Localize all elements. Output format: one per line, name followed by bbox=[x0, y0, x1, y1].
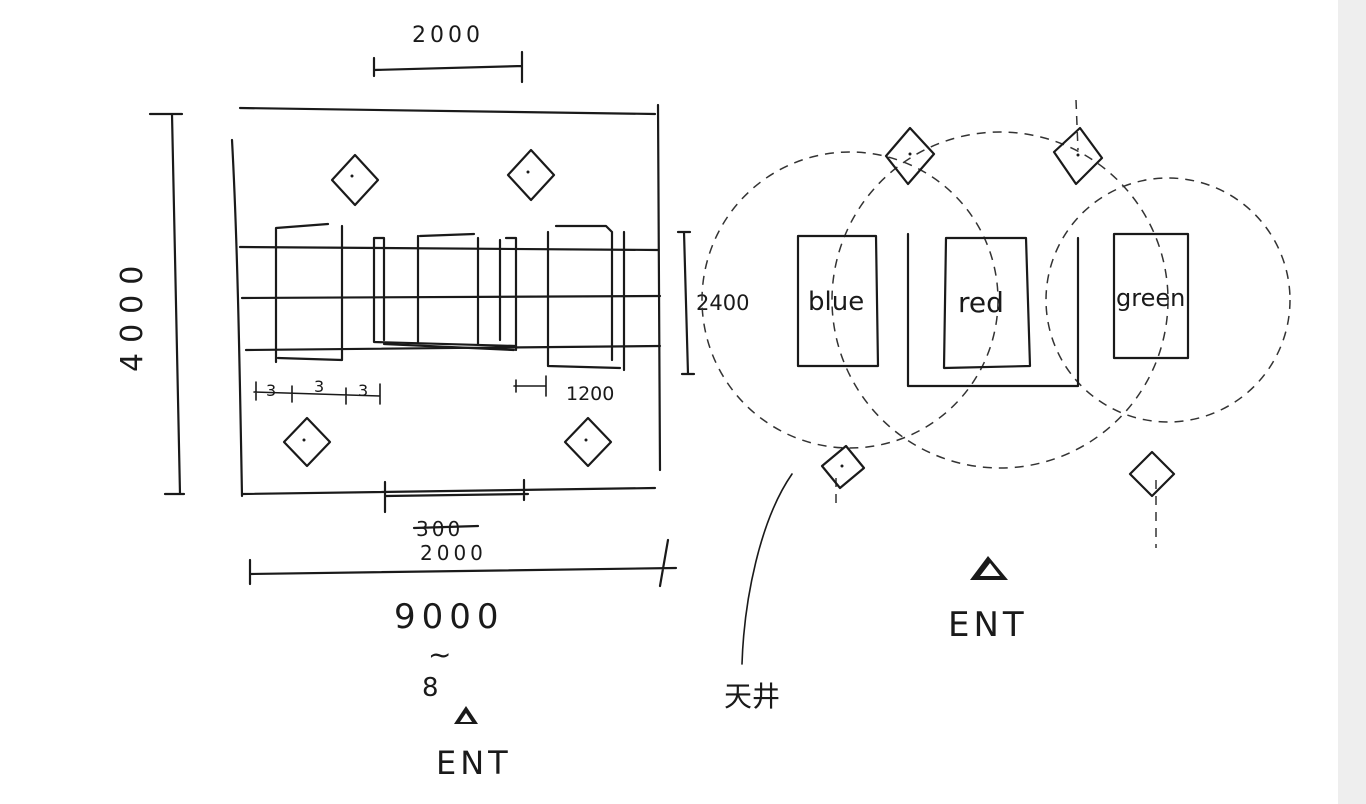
lamp-bottom-right-icon bbox=[1128, 450, 1176, 498]
strike-through-line bbox=[412, 524, 480, 530]
ceiling-note: 天井 bbox=[724, 680, 780, 713]
strip-label-3: 3 bbox=[358, 381, 368, 400]
bottom-dimension-ticks bbox=[383, 478, 530, 514]
strip-dimension-ticks bbox=[253, 381, 381, 405]
gap-dimension-ticks bbox=[513, 375, 547, 397]
area-label-green: green bbox=[1116, 284, 1185, 312]
panel-center-left bbox=[372, 236, 518, 348]
range-tilde: ~ bbox=[428, 638, 451, 671]
ceiling-leader-line bbox=[741, 473, 793, 665]
entrance-triangle-icon-right bbox=[970, 556, 1008, 580]
room-outline bbox=[230, 103, 662, 498]
stage-dimension-line bbox=[676, 230, 696, 376]
fixture-diamond-tr bbox=[506, 148, 556, 202]
area-blue-box bbox=[796, 234, 880, 368]
stage-band-top bbox=[238, 245, 660, 252]
top-dimension-line bbox=[372, 50, 524, 84]
overall-width-label: 9000 bbox=[394, 597, 505, 637]
lamp-top-right-icon bbox=[1052, 126, 1104, 186]
left-height-label: 4000 bbox=[115, 256, 150, 372]
right-gap-label: 1200 bbox=[566, 383, 614, 405]
strip-label-2: 3 bbox=[314, 377, 324, 396]
panel-right bbox=[546, 224, 626, 372]
fixture-diamond-tl bbox=[330, 153, 380, 207]
top-width-label: 2000 bbox=[412, 23, 484, 48]
entrance-label: ENT bbox=[436, 744, 512, 782]
area-green-box bbox=[1112, 232, 1190, 360]
paper-edge bbox=[1338, 0, 1366, 804]
panel-center bbox=[382, 232, 516, 352]
lamp-top-left-icon bbox=[884, 126, 936, 186]
stage-depth-label: 2400 bbox=[696, 291, 749, 315]
panel-center-right bbox=[498, 236, 518, 352]
left-dimension-line bbox=[148, 112, 186, 496]
lamp-bottom-left-icon bbox=[820, 444, 866, 490]
entrance-triangle-icon bbox=[454, 706, 478, 724]
strip-label-1: 3 bbox=[266, 381, 276, 400]
entrance-label-right: ENT bbox=[948, 605, 1028, 645]
floor-plan: 2000 4000 2400 3 3 3 1200 300 2000 9000 … bbox=[115, 23, 749, 782]
lighting-diagram: blue red green ENT 天井 bbox=[701, 99, 1291, 713]
panel-left bbox=[274, 222, 344, 364]
coverage-circle-right bbox=[1045, 177, 1291, 423]
coverage-circle-center bbox=[831, 131, 1169, 469]
coverage-circle-left bbox=[701, 151, 999, 449]
fixture-diamond-bl bbox=[282, 416, 332, 468]
fixture-diamond-br bbox=[563, 416, 613, 468]
stage-band-mid bbox=[240, 294, 662, 300]
overall-dimension-line bbox=[248, 538, 678, 588]
range-alt-label: 8 bbox=[422, 673, 439, 703]
area-red-box bbox=[942, 236, 1032, 370]
area-red-outer-box bbox=[906, 232, 1080, 388]
area-label-blue: blue bbox=[808, 287, 864, 317]
struck-dimension-label: 300 bbox=[416, 517, 463, 541]
area-label-red: red bbox=[958, 286, 1004, 319]
bottom-width-label: 2000 bbox=[420, 541, 487, 565]
